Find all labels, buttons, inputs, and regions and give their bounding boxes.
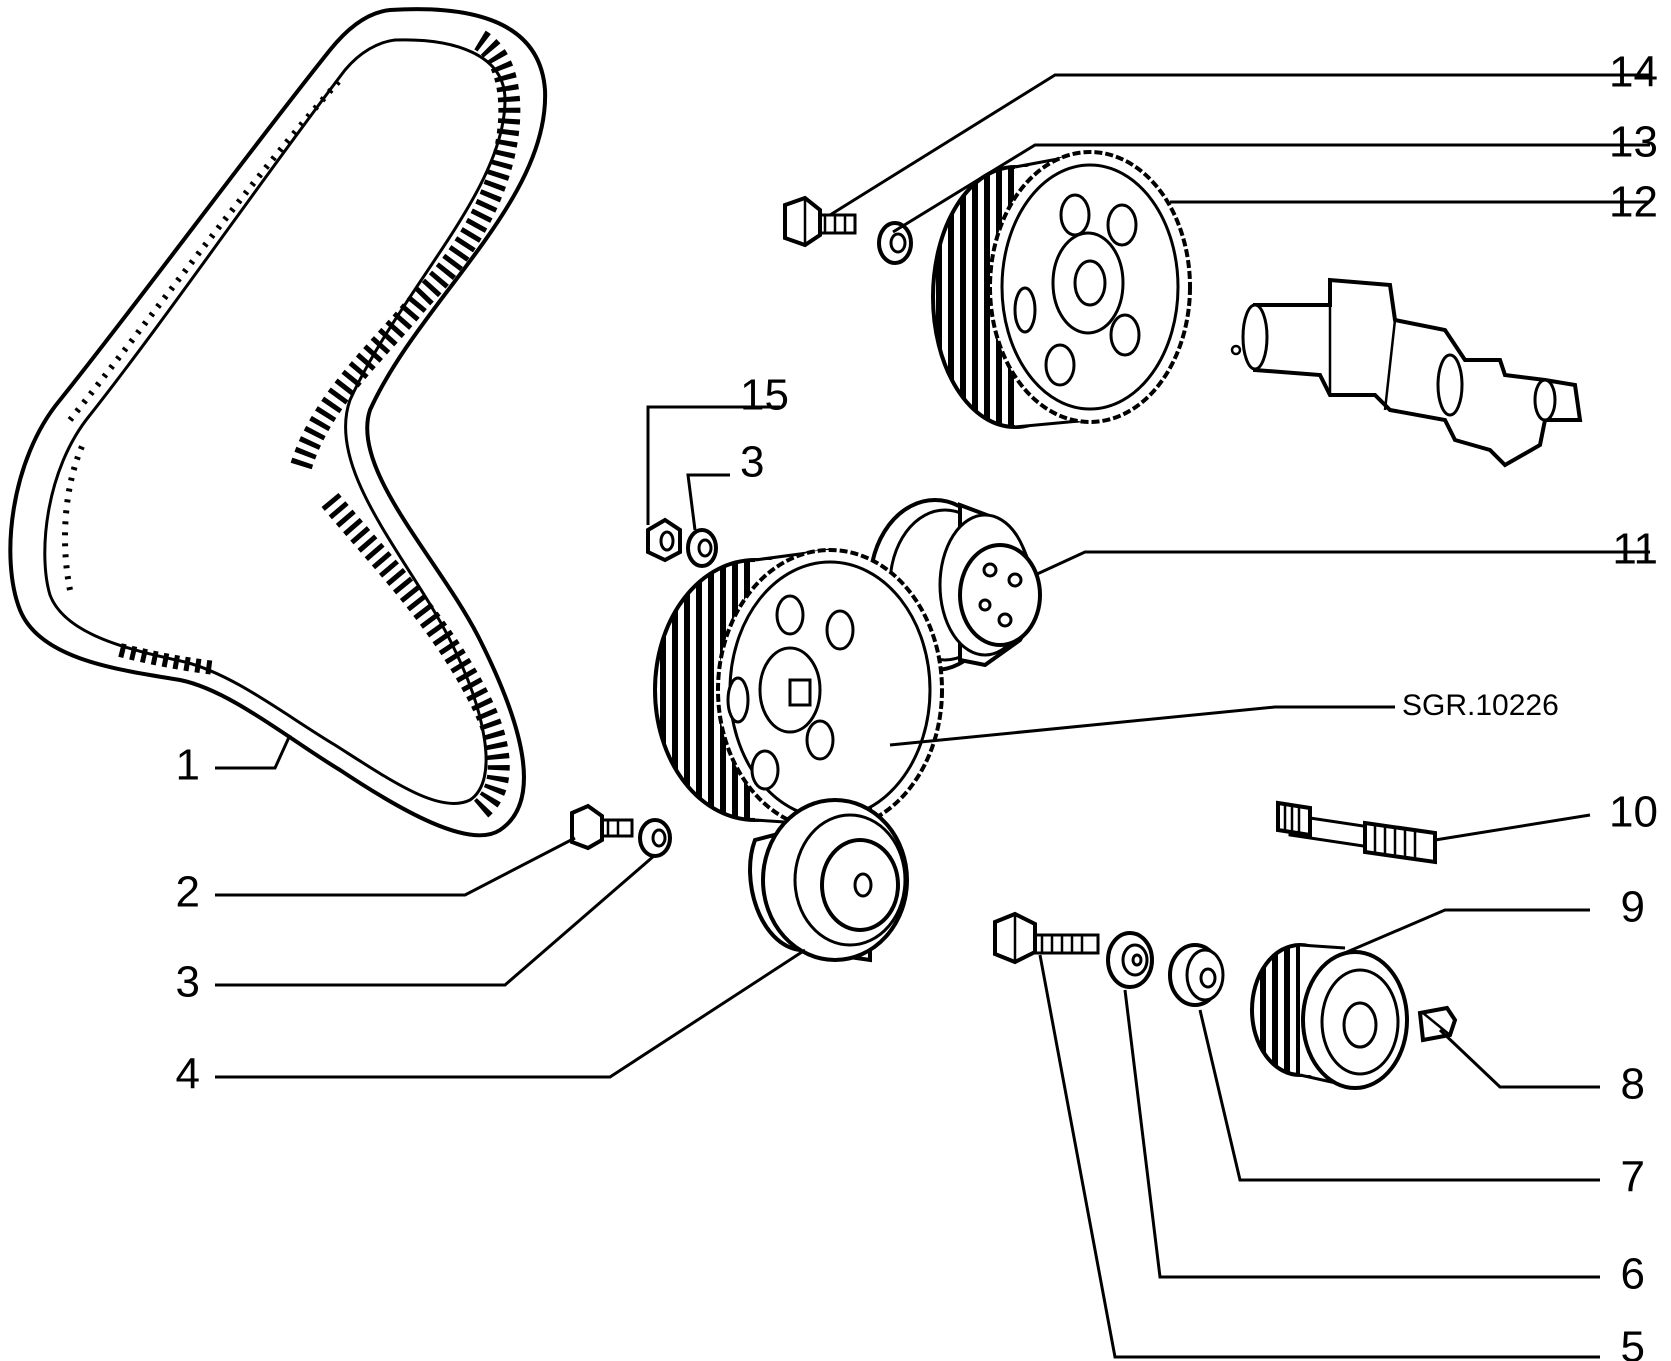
callout-labels: 14 13 12 15 3 11 1 10 2 3 9 4 8 7 6 5 SG… — [176, 48, 1658, 1361]
intermediate-gear — [653, 548, 944, 832]
callout-2: 2 — [176, 868, 200, 917]
callout-12: 12 — [1609, 178, 1658, 227]
timing-belt — [8, 7, 548, 838]
key-8 — [1417, 1005, 1458, 1043]
washer-3-lower — [638, 818, 672, 858]
bolt-5 — [993, 911, 1100, 965]
callout-4: 4 — [176, 1050, 200, 1099]
bolt-2 — [570, 803, 634, 851]
stud-10 — [1276, 800, 1437, 865]
callout-3-upper: 3 — [740, 438, 764, 487]
callout-3-lower: 3 — [176, 958, 200, 1007]
washer-6 — [1106, 931, 1154, 989]
idler-pulley-4 — [748, 798, 909, 963]
callout-6: 6 — [1621, 1250, 1645, 1299]
spacer-7 — [1168, 943, 1225, 1007]
washer-3-upper — [686, 528, 718, 568]
callout-7: 7 — [1621, 1153, 1645, 1202]
callout-13: 13 — [1609, 118, 1658, 167]
callout-14: 14 — [1609, 48, 1658, 97]
callout-1: 1 — [176, 741, 200, 790]
camshaft — [1230, 277, 1583, 468]
reference-code: SGR.10226 — [1402, 689, 1559, 722]
crankshaft-gear-9 — [1250, 943, 1409, 1090]
nut-15 — [646, 517, 682, 563]
camshaft-gear-12 — [931, 150, 1192, 429]
washer-13 — [877, 221, 913, 265]
callout-9: 9 — [1621, 883, 1645, 932]
callout-11: 11 — [1612, 525, 1658, 574]
bolt-14 — [783, 195, 857, 248]
callout-8: 8 — [1621, 1060, 1645, 1109]
callout-5: 5 — [1621, 1323, 1645, 1361]
leader-lines — [215, 73, 1650, 1359]
callout-15: 15 — [740, 371, 789, 420]
callout-10: 10 — [1609, 788, 1658, 837]
